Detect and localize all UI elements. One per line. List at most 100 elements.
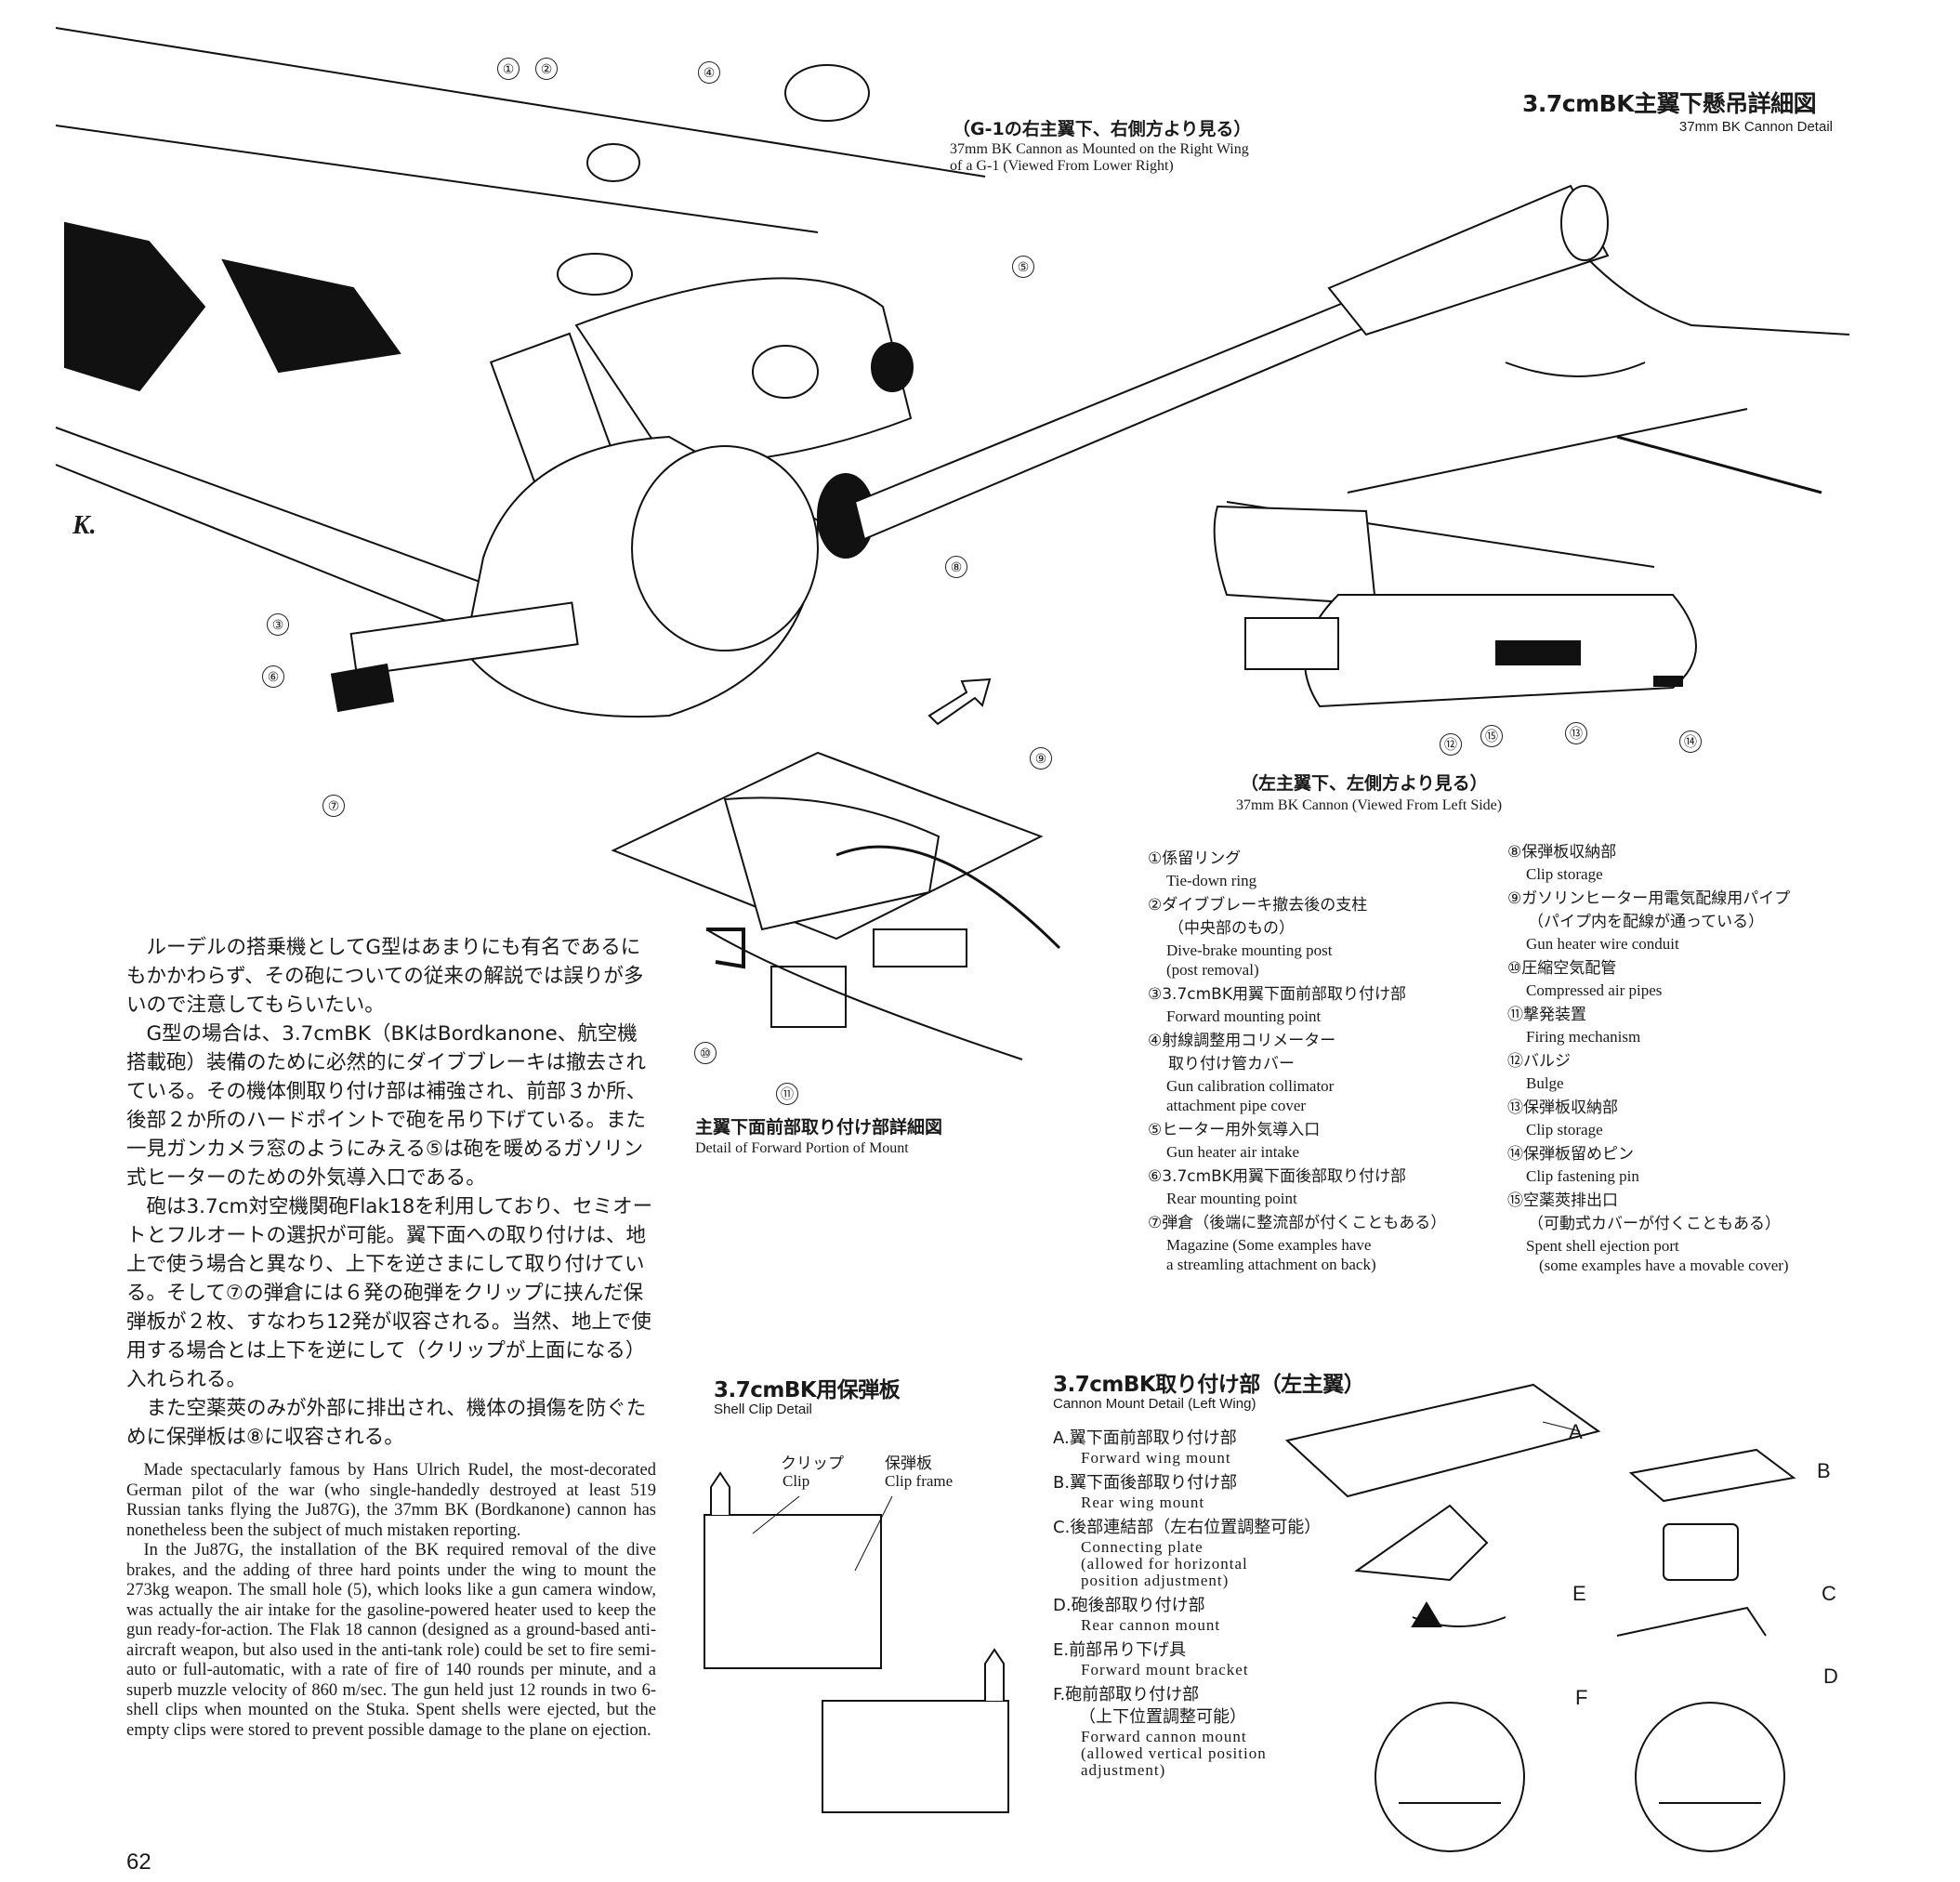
right-wing-caption-jp: （G-1の右主翼下、右側方より見る） [953, 119, 1252, 139]
legend-item-jp-2: （可動式カバーが付くこともある） [1528, 1215, 1781, 1233]
callout-7: ⑦ [322, 795, 345, 817]
shell-clip-title: 3.7cmBK用保弾板 [714, 1378, 901, 1402]
forward-mount-caption-jp: 主翼下面前部取り付け部詳細図 [695, 1117, 943, 1138]
legend-item-en-2: attachment pipe cover [1166, 1097, 1307, 1114]
body-jp-paragraph: ルーデルの搭乗機としてG型はあまりにも有名であるにもかかわらず、その砲についての… [126, 936, 644, 1017]
legend-item-en: Magazine (Some examples have [1166, 1236, 1372, 1254]
legend-item-jp: ⑮空薬莢排出口 [1507, 1191, 1618, 1210]
legend-item-jp: ⑧保弾板収納部 [1507, 843, 1617, 862]
mount-item-jp: C.後部連結部（左右位置調整可能） [1053, 1518, 1322, 1537]
clip-frame-label-en: Clip frame [885, 1472, 954, 1490]
mount-item-en-2: (allowed for horizontal [1081, 1555, 1248, 1573]
legend-item-jp: ⑪撃発装置 [1507, 1006, 1586, 1024]
callout-13: ⑬ [1565, 722, 1587, 744]
cannon-mount-list: A.翼下面前部取り付け部 Forward wing mount B.翼下面後部取… [1053, 1428, 1369, 1784]
legend-item-en: Clip fastening pin [1526, 1167, 1639, 1185]
right-wing-caption-en-1: 37mm BK Cannon as Mounted on the Right W… [950, 141, 1249, 157]
mount-item-en: Forward mount bracket [1081, 1661, 1249, 1678]
body-text-en: Made spectacularly famous by Hans Ulrich… [126, 1461, 656, 1741]
cannon-mount-illustration [1284, 1383, 1796, 1852]
page-title: 3.7cmBK主翼下懸吊詳細図 [1522, 90, 1817, 117]
legend-item-jp: ①係留リング [1148, 849, 1242, 868]
callout-3: ③ [267, 613, 289, 636]
mount-item-jp: A.翼下面前部取り付け部 [1053, 1428, 1237, 1448]
callout-9: ⑨ [1030, 747, 1052, 770]
main-wing-illustration [55, 27, 1610, 726]
mount-item-en-2: (allowed vertical position [1081, 1744, 1267, 1762]
body-en-paragraph: Made spectacularly famous by Hans Ulrich… [126, 1461, 656, 1540]
mount-item-en: Rear cannon mount [1081, 1616, 1221, 1634]
body-text-jp: ルーデルの搭乗機としてG型はあまりにも有名であるにもかかわらず、その砲についての… [126, 933, 656, 1452]
mount-item-en: Forward wing mount [1081, 1449, 1231, 1467]
legend-item-en-2: (some examples have a movable cover) [1539, 1257, 1789, 1274]
legend-item-en: Gun calibration collimator [1166, 1077, 1335, 1095]
mount-letter-b: B [1817, 1459, 1831, 1482]
callout-2: ② [535, 58, 558, 80]
legend-item-en-2: (post removal) [1166, 961, 1259, 979]
mount-item-en: Forward cannon mount [1081, 1728, 1247, 1745]
left-side-illustration [1213, 259, 1850, 708]
left-side-caption-en: 37mm BK Cannon (Viewed From Left Side) [1236, 797, 1503, 813]
mount-letter-c: C [1822, 1582, 1836, 1605]
mount-letter-a: A [1569, 1420, 1583, 1443]
legend-item-jp: ⑩圧縮空気配管 [1507, 959, 1617, 978]
body-en-paragraph: In the Ju87G, the installation of the BK… [126, 1541, 656, 1740]
mount-item-en: Connecting plate [1081, 1538, 1204, 1556]
clip-frame-label-jp: 保弾板 [885, 1454, 932, 1473]
legend-left: ①係留リング Tie-down ring ②ダイブブレーキ撤去後の支柱 （中央部… [1148, 848, 1501, 1278]
legend-item-en: Forward mounting point [1166, 1007, 1322, 1025]
legend-item-jp: ③3.7cmBK用翼下面前部取り付け部 [1148, 985, 1406, 1004]
artist-signature: K. [72, 511, 97, 540]
legend-item-jp: ⑨ガソリンヒーター用電気配線用パイプ [1507, 889, 1791, 908]
mount-item-en-3: position adjustment) [1081, 1572, 1230, 1589]
mount-item-jp: B.翼下面後部取り付け部 [1053, 1473, 1238, 1493]
legend-item-jp: ⑦弾倉（後端に整流部が付くこともある） [1148, 1214, 1447, 1232]
legend-item-en: Compressed air pipes [1526, 981, 1663, 999]
clip-label-jp: クリップ [781, 1454, 844, 1473]
right-wing-caption-en-2: of a G-1 (Viewed From Lower Right) [950, 158, 1174, 174]
mount-item-jp: F.砲前部取り付け部 [1053, 1685, 1200, 1704]
mount-item-jp-2: （上下位置調整可能） [1079, 1707, 1246, 1727]
legend-item-jp: ⑤ヒーター用外気導入口 [1148, 1121, 1321, 1139]
legend-item-jp: ⑬保弾板収納部 [1507, 1099, 1618, 1117]
mount-item-jp: D.砲後部取り付け部 [1053, 1596, 1205, 1615]
legend-item-en: Firing mechanism [1526, 1028, 1641, 1046]
legend-item-en: Gun heater wire conduit [1526, 935, 1679, 953]
page-number: 62 [126, 1849, 151, 1875]
shell-clip-subtitle: Shell Clip Detail [714, 1402, 812, 1417]
callout-8: ⑧ [945, 556, 967, 578]
callout-15: ⑮ [1480, 725, 1503, 747]
callout-12: ⑫ [1440, 733, 1462, 756]
callout-1: ① [497, 58, 520, 80]
forward-mount-illustration [611, 751, 1061, 1060]
legend-item-en: Spent shell ejection port [1526, 1237, 1679, 1255]
body-jp-paragraph: G型の場合は、3.7cmBK（BKはBordkanone、航空機搭載砲）装備のた… [126, 1022, 647, 1190]
callout-4: ④ [698, 61, 720, 84]
callout-10: ⑩ [694, 1042, 717, 1064]
mount-item-en-3: adjustment) [1081, 1761, 1166, 1779]
cannon-mount-title: 3.7cmBK取り付け部（左主翼） [1053, 1373, 1365, 1397]
legend-item-en: Gun heater air intake [1166, 1143, 1300, 1161]
legend-item-jp: ⑥3.7cmBK用翼下面後部取り付け部 [1148, 1167, 1406, 1186]
body-text-column: ルーデルの搭乗機としてG型はあまりにも有名であるにもかかわらず、その砲についての… [126, 933, 656, 1741]
legend-item-en: Clip storage [1526, 1121, 1603, 1138]
callout-11: ⑪ [776, 1083, 798, 1105]
body-jp-paragraph: 砲は3.7cm対空機関砲Flak18を利用しており、セミオートとフルオートの選択… [126, 1195, 653, 1391]
body-jp-paragraph: また空薬莢のみが外部に排出され、機体の損傷を防ぐために保弾板は⑧に収容される。 [126, 1397, 647, 1449]
legend-item-en: Rear mounting point [1166, 1190, 1297, 1207]
mount-letter-d: D [1823, 1665, 1838, 1688]
legend-item-jp: ⑭保弾板留めピン [1507, 1145, 1634, 1164]
legend-item-en: Clip storage [1526, 865, 1603, 883]
shell-clip-illustration [704, 1471, 1009, 1813]
legend-item-jp: ④射線調整用コリメーター [1148, 1032, 1336, 1050]
mount-item-en: Rear wing mount [1081, 1494, 1205, 1511]
callout-5: ⑤ [1012, 256, 1034, 278]
mount-item-jp: E.前部吊り下げ具 [1053, 1640, 1187, 1660]
clip-label-en: Clip [783, 1472, 810, 1490]
page-subtitle: 37mm BK Cannon Detail [1678, 119, 1833, 135]
forward-mount-caption-en: Detail of Forward Portion of Mount [695, 1140, 909, 1156]
mount-letter-f: F [1575, 1686, 1588, 1709]
legend-item-en: Dive-brake mounting post [1166, 941, 1333, 959]
legend-item-jp-2: 取り付け管カバー [1168, 1055, 1295, 1073]
